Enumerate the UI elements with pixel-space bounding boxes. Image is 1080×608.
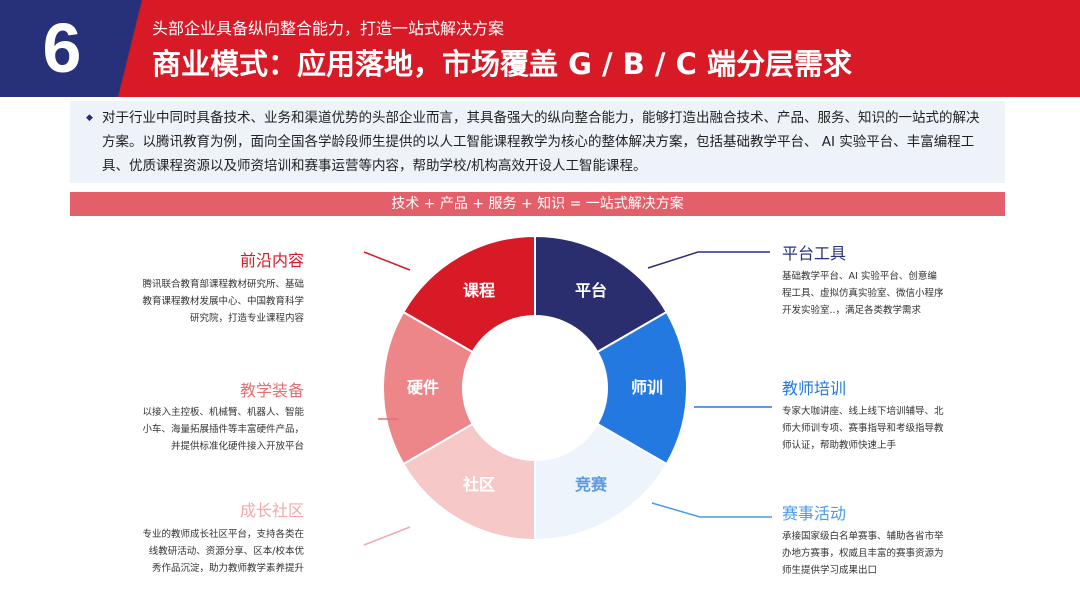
leader-line-frontier-content — [363, 251, 411, 271]
right-title-competitions: 赛事活动 — [782, 504, 847, 523]
wheel-segment-course — [401, 234, 536, 354]
wheel-segment-community — [401, 422, 536, 542]
header-banner: 6 头部企业具备纵向整合能力，打造一站式解决方案 商业模式：应用落地，市场覆盖 … — [0, 0, 1080, 97]
desc-line: 腾讯联合教育部课程教材研究所、基础 — [142, 279, 304, 290]
right-desc-teacher-training: 专家大咖讲座、线上线下培训辅导、北 师大师训专项、赛事指导和考级指导教 师认证，… — [782, 403, 982, 454]
wheel-label-platform: 平台 — [574, 281, 607, 300]
wheel-label-teacher-training: 师训 — [630, 378, 663, 397]
desc-line: 教育课程教材发展中心、中国教育科学 — [142, 296, 304, 307]
desc-line: 专家大咖讲座、线上线下培训辅导、北 — [782, 406, 944, 417]
header-background — [0, 0, 1080, 97]
leader-line-platform-tools — [647, 251, 770, 269]
desc-line: 师生提供学习成果出口 — [782, 565, 878, 576]
page-title: 商业模式：应用落地，市场覆盖 G / B / C 端分层需求 — [152, 47, 852, 81]
slide-number: 6 — [42, 9, 82, 87]
desc-line: 师大师训专项、赛事指导和考级指导教 — [782, 423, 944, 434]
right-desc-platform-tools: 基础教学平台、AI 实验平台、创意编 程工具、虚拟仿真实验室、微信小程序 开发实… — [782, 268, 982, 319]
wheel-label-competition: 竞赛 — [574, 474, 607, 494]
desc-line: 线教研活动、资源分享、区本/校本优 — [148, 546, 304, 557]
left-title-frontier-content: 前沿内容 — [239, 251, 304, 270]
left-desc-teaching-equipment: 以接入主控板、机械臂、机器人、智能 小车、海量拓展插件等丰富硬件产品， 并提供标… — [114, 404, 304, 455]
desc-line: 承接国家级白名单赛事、辅助各省市举 — [782, 531, 944, 542]
desc-line: 小车、海量拓展插件等丰富硬件产品， — [142, 424, 304, 435]
header-red-band — [0, 0, 1080, 97]
header-subtitle: 头部企业具备纵向整合能力，打造一站式解决方案 — [152, 19, 505, 38]
left-title-teaching-equipment: 教学装备 — [239, 381, 304, 400]
formula-bar: 技术 + 产品 + 服务 + 知识 = 一站式解决方案 — [70, 192, 1005, 216]
desc-line: 并提供标准化硬件接入开放平台 — [170, 441, 304, 452]
right-title-teacher-training: 教师培训 — [782, 379, 847, 398]
left-desc-growth-community: 专业的教师成长社区平台，支持各类在 线教研活动、资源分享、区本/校本优 秀作品沉… — [114, 526, 304, 577]
desc-line: 办地方赛事，权威且丰富的赛事资源为 — [782, 548, 944, 559]
desc-line: 开发实验室..，满足各类教学需求 — [782, 305, 922, 316]
header-navy-block — [0, 0, 142, 97]
desc-line: 师认证，帮助教师快速上手 — [782, 440, 897, 451]
left-desc-frontier-content: 腾讯联合教育部课程教材研究所、基础 教育课程教材发展中心、中国教育科学 研究院，… — [114, 276, 304, 327]
wheel-segment-platform — [534, 234, 669, 354]
desc-line: 秀作品沉淀，助力教师教学素养提升 — [151, 563, 304, 574]
diamond-bullet-icon: ◆ — [86, 113, 93, 123]
desc-line: 程工具、虚拟仿真实验室、微信小程序 — [782, 288, 944, 299]
wheel-label-community: 社区 — [462, 474, 495, 494]
wheel-segment-hardware — [382, 310, 475, 466]
desc-line: 专业的教师成长社区平台，支持各类在 — [142, 529, 304, 540]
desc-line: 研究院，打造专业课程内容 — [189, 313, 304, 324]
intro-text: 对于行业中同时具备技术、业务和渠道优势的头部企业而言，其具备强大的纵向整合能力，… — [102, 110, 980, 174]
wheel-label-hardware: 硬件 — [406, 378, 439, 397]
leader-line-growth-community — [363, 526, 411, 546]
intro-box: ◆ 对于行业中同时具备技术、业务和渠道优势的头部企业而言，其具备强大的纵向整合能… — [70, 101, 1005, 183]
wheel-segment-teacher-training — [595, 310, 688, 466]
leader-line-competitions — [651, 502, 772, 518]
right-title-platform-tools: 平台工具 — [782, 244, 847, 263]
desc-line: 以接入主控板、机械臂、机器人、智能 — [142, 407, 304, 418]
left-title-growth-community: 成长社区 — [239, 501, 304, 520]
desc-line: 基础教学平台、AI 实验平台、创意编 — [782, 271, 937, 282]
right-desc-competitions: 承接国家级白名单赛事、辅助各省市举 办地方赛事，权威且丰富的赛事资源为 师生提供… — [782, 528, 982, 579]
wheel-segment-competition — [534, 422, 669, 542]
wheel-label-course: 课程 — [462, 281, 495, 300]
